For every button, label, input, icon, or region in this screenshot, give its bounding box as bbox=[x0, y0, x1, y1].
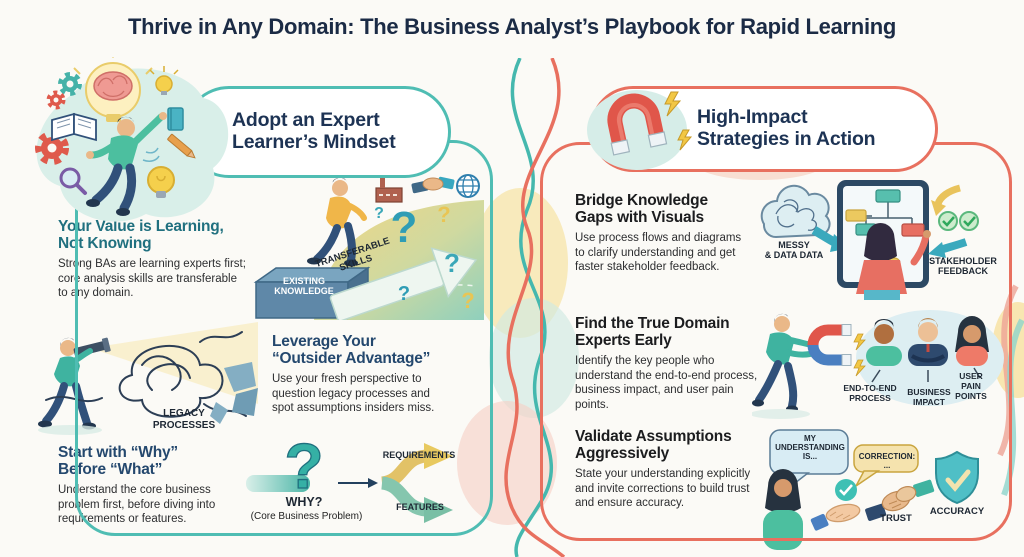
handshake-icon bbox=[865, 479, 935, 521]
expert-bust-business bbox=[908, 318, 948, 382]
feedback-arrow-teal bbox=[928, 238, 968, 258]
wind-lines bbox=[142, 147, 160, 162]
teal-band bbox=[246, 475, 310, 492]
question-mark: ? bbox=[374, 205, 384, 222]
magnet-illustration bbox=[587, 90, 693, 170]
legacy-processes-label: LEGACY PROCESSES bbox=[152, 408, 216, 431]
lightning-icon bbox=[853, 359, 866, 377]
why-label: WHY? bbox=[285, 495, 323, 509]
my-understanding-label: MY UNDERSTANDING IS... bbox=[775, 434, 845, 462]
section-outsider-advantage: Leverage Your “Outsider Advantage” Use y… bbox=[272, 333, 484, 416]
gear-icon bbox=[46, 90, 66, 110]
section-heading: Bridge Knowledge Gaps with Visuals bbox=[575, 192, 708, 227]
lightbulb-icon bbox=[147, 166, 175, 198]
question-mark: ? bbox=[437, 202, 450, 227]
requirements-label: REQUIREMENTS bbox=[382, 450, 456, 460]
broken-shards bbox=[210, 362, 258, 424]
check-icon bbox=[938, 211, 958, 231]
lightning-icon bbox=[677, 129, 693, 151]
divider-waves bbox=[457, 58, 579, 557]
experts-illustration bbox=[752, 310, 1004, 419]
section-heading: Validate Assumptions Aggressively bbox=[575, 428, 732, 463]
check-icon bbox=[959, 211, 979, 231]
section-heading: Find the True Domain Experts Early bbox=[575, 315, 730, 350]
section-body: State your understanding explicitly and … bbox=[575, 468, 751, 510]
right-panel bbox=[540, 142, 1012, 541]
messy-data-label: MESSY & DATA DATA bbox=[764, 240, 824, 261]
question-mark: ? bbox=[444, 248, 460, 278]
handshake-icon bbox=[411, 176, 455, 194]
person-walking bbox=[307, 177, 367, 267]
features-branch bbox=[380, 476, 428, 517]
section-body: Use your fresh perspective to question l… bbox=[272, 373, 435, 415]
hand-check-icon bbox=[810, 479, 861, 531]
why-fork-illustration: ? bbox=[246, 429, 453, 523]
section-body: Strong BAs are learning experts first; c… bbox=[58, 258, 246, 300]
lightning-icon bbox=[664, 91, 682, 117]
red-wave-line bbox=[504, 58, 566, 557]
left-panel-title: Adopt an Expert Learner’s Mindset bbox=[232, 109, 396, 153]
legacy-processes-illustration bbox=[38, 322, 258, 435]
why-sub-label: (Core Business Problem) bbox=[250, 511, 363, 522]
transferable-skills-illustration: ? ? ? ? ? ? bbox=[253, 170, 484, 320]
arrow-icon bbox=[338, 478, 378, 488]
why-question-mark: ? bbox=[284, 430, 323, 502]
brain-bulb-icon bbox=[73, 57, 153, 122]
gear-icon bbox=[58, 72, 82, 96]
accuracy-label: ACCURACY bbox=[929, 506, 985, 517]
book-icon bbox=[167, 107, 184, 131]
magnet-icon bbox=[607, 93, 668, 156]
end-to-end-label: END-TO-END PROCESS bbox=[843, 383, 897, 403]
feedback-arrow-yellow bbox=[931, 184, 961, 216]
right-panel-title: High-Impact Strategies in Action bbox=[697, 106, 876, 150]
section-body: Identify the key people who understand t… bbox=[575, 355, 758, 411]
question-mark: ? bbox=[391, 203, 418, 252]
user-pain-label: USER PAIN POINTS bbox=[955, 371, 987, 401]
magnifier-icon bbox=[59, 167, 87, 195]
expert-bust-user bbox=[955, 316, 989, 379]
skills-arrow bbox=[329, 247, 478, 320]
section-domain-experts: Find the True Domain Experts Early Ident… bbox=[575, 315, 770, 412]
features-arrowhead bbox=[424, 497, 453, 523]
section-heading: Start with “Why” Before “What” bbox=[58, 444, 178, 479]
expert-bust-process bbox=[866, 319, 902, 383]
question-mark: ? bbox=[398, 283, 410, 305]
person-telescope bbox=[38, 337, 111, 435]
correction-label: CORRECTION: ... bbox=[858, 452, 916, 471]
requirements-arrowhead bbox=[424, 443, 453, 469]
lightbulb-icon bbox=[149, 66, 179, 95]
trust-label: TRUST bbox=[880, 513, 912, 524]
speech-bubble-yellow bbox=[853, 444, 919, 487]
person-with-magnet bbox=[752, 313, 815, 419]
messy-cloud-icon bbox=[760, 184, 831, 239]
magnet-icon bbox=[807, 324, 852, 366]
section-validate-assumptions: Validate Assumptions Aggressively State … bbox=[575, 428, 770, 511]
features-label: FEATURES bbox=[396, 502, 444, 512]
question-mark: ? bbox=[461, 288, 474, 313]
factory-icon bbox=[375, 170, 403, 203]
person-leaping bbox=[86, 112, 167, 216]
edge-red-curve bbox=[997, 284, 1019, 457]
existing-knowledge-label: EXISTING KNOWLEDGE bbox=[274, 276, 334, 297]
person-presenting bbox=[856, 222, 931, 300]
business-impact-label: BUSINESS IMPACT bbox=[907, 387, 951, 407]
section-bridge-gaps: Bridge Knowledge Gaps with Visuals Use p… bbox=[575, 192, 760, 275]
visuals-illustration bbox=[760, 180, 979, 300]
page-title: Thrive in Any Domain: The Business Analy… bbox=[127, 14, 897, 39]
pencil-icon bbox=[167, 133, 196, 159]
stakeholder-feedback-label: STAKEHOLDER FEEDBACK bbox=[929, 256, 997, 277]
section-heading: Leverage Your “Outsider Advantage” bbox=[272, 333, 431, 368]
learner-illustration bbox=[35, 57, 229, 222]
gear-icon bbox=[35, 131, 69, 165]
validate-illustration bbox=[763, 429, 979, 550]
open-book-icon bbox=[51, 112, 97, 142]
section-value-learning: Your Value is Learning, Not Knowing Stro… bbox=[58, 218, 270, 301]
shield-check-icon bbox=[935, 450, 979, 505]
lightning-icon bbox=[853, 333, 866, 351]
section-body: Use process flows and diagrams to clarif… bbox=[575, 232, 742, 274]
